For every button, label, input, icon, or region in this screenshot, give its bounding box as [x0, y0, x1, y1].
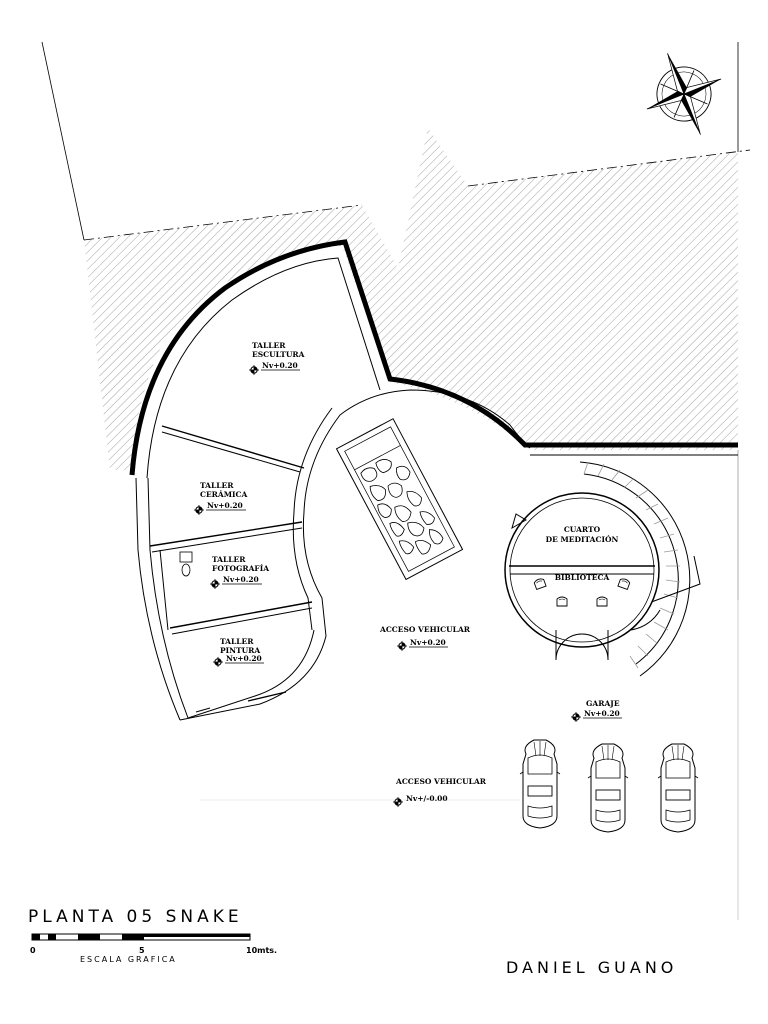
area-acceso-vehicular-lower: ACCESO VEHICULAR Nv+/-0.00	[392, 777, 487, 808]
graphic-scale: 0 5 10mts. ESCALA GRAFICA	[30, 933, 277, 964]
level-label: Nv+0.20	[207, 501, 243, 510]
scale-tick-label: 10mts.	[246, 946, 277, 955]
scale-tick-label: 5	[139, 946, 145, 955]
room-taller-escultura: TALLER ESCULTURA Nv+0.20	[248, 341, 305, 376]
room-cuarto-meditacion: CUARTO DE MEDITACIÓN	[546, 525, 619, 544]
north-arrow-icon	[646, 53, 722, 135]
level-label: Nv+0.20	[226, 654, 262, 663]
area-label: ACCESO VEHICULAR	[379, 625, 471, 634]
car-icon	[519, 739, 561, 829]
garage-cars	[519, 739, 699, 833]
level-marker-icon	[396, 640, 408, 652]
room-label: PINTURA	[220, 646, 260, 655]
level-marker-icon	[209, 578, 221, 590]
room-label: ESCULTURA	[252, 350, 305, 359]
room-label: CERÁMICA	[200, 490, 248, 499]
level-label: Nv+0.20	[584, 709, 620, 718]
area-label: GARAJE	[586, 699, 620, 708]
meditation-pavilion	[504, 492, 660, 661]
level-label: Nv+0.20	[223, 575, 259, 584]
room-label: FOTOGRAFÍA	[212, 564, 269, 573]
room-label: TALLER	[252, 341, 286, 350]
room-label: CUARTO	[564, 525, 601, 534]
area-garaje: GARAJE Nv+0.20	[570, 699, 622, 723]
scale-caption: ESCALA GRAFICA	[80, 955, 177, 964]
stone-pond	[335, 418, 464, 581]
spiral-stair	[579, 461, 701, 677]
room-label: TALLER	[220, 637, 254, 646]
room-label: TALLER	[200, 481, 234, 490]
area-label: ACCESO VEHICULAR	[395, 777, 487, 786]
building-walls	[129, 239, 738, 721]
room-label: TALLER	[212, 555, 246, 564]
room-taller-fotografia: TALLER FOTOGRAFÍA Nv+0.20	[209, 555, 269, 590]
level-label: Nv+0.20	[262, 361, 298, 370]
level-marker-icon	[570, 711, 582, 723]
room-label: DE MEDITACIÓN	[546, 535, 619, 544]
room-label: BIBLIOTECA	[555, 573, 610, 582]
author-name: DANIEL GUANO	[506, 958, 677, 977]
drawing-title: PLANTA 05 SNAKE	[28, 907, 243, 927]
level-label: Nv+0.20	[410, 638, 446, 647]
level-marker-icon	[193, 504, 205, 516]
car-icon	[587, 743, 629, 833]
hatched-terrain	[84, 128, 738, 470]
level-label: Nv+/-0.00	[406, 794, 448, 803]
car-icon	[657, 743, 699, 833]
level-marker-icon	[392, 796, 404, 808]
room-taller-ceramica: TALLER CERÁMICA Nv+0.20	[193, 481, 248, 516]
scale-tick-label: 0	[30, 946, 36, 955]
level-marker-icon	[212, 656, 224, 668]
sink-fixture	[179, 551, 193, 577]
level-marker-icon	[248, 364, 260, 376]
room-taller-pintura: TALLER PINTURA Nv+0.20	[212, 637, 264, 668]
area-acceso-vehicular-upper: ACCESO VEHICULAR Nv+0.20	[379, 625, 471, 652]
room-biblioteca: BIBLIOTECA	[555, 573, 610, 582]
